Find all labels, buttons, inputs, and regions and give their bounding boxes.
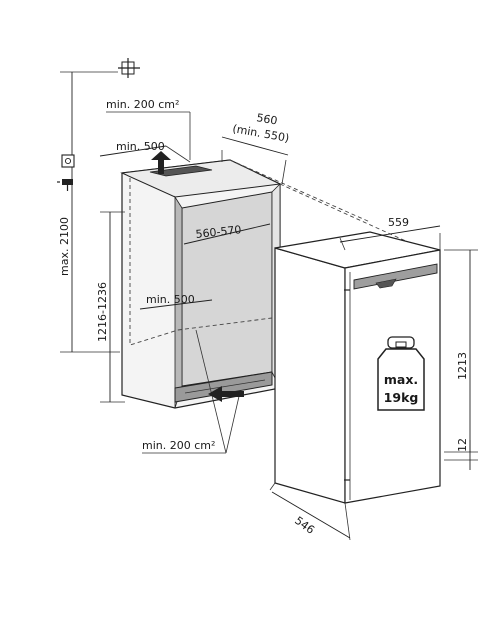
top-depth-label: min. 500 <box>116 140 165 153</box>
vent-top-callout: min. 200 cm² <box>106 98 191 160</box>
niche-width-label: 560 <box>255 111 278 127</box>
door-offset-label: 12 <box>456 438 469 452</box>
dim-appliance-width: 559 <box>339 216 441 251</box>
niche-inner-width-label: 560-570 <box>195 223 242 241</box>
niche-height-label: 1216-1236 <box>96 282 109 342</box>
weight-label-line1: max. <box>384 372 418 387</box>
vent-bottom-callout: min. 200 cm² <box>142 329 241 454</box>
dim-inner-depth: min. 500 <box>139 293 213 310</box>
weight-icon: max. 19kg <box>377 336 425 411</box>
dim-niche-inner-width: 560-570 <box>183 223 271 245</box>
vent-bottom-label: min. 200 cm² <box>142 439 215 452</box>
dim-total-height: max. 2100 <box>58 71 120 353</box>
niche-width-min-label: (min. 550) <box>231 122 290 145</box>
plug-icon <box>57 179 73 191</box>
appliance-depth-label: 546 <box>292 514 317 537</box>
dim-niche-height: 1216-1236 <box>96 211 125 403</box>
appliance-height-label: 1213 <box>456 352 469 380</box>
vent-top-label: min. 200 cm² <box>106 98 179 111</box>
power-socket-icon <box>61 154 75 168</box>
inner-depth-label: min. 500 <box>146 293 195 306</box>
dim-top-depth: min. 500 <box>99 140 191 163</box>
dim-appliance-height: 1213 <box>444 249 478 453</box>
dimension-marker-icon <box>118 58 140 78</box>
appliance-width-label: 559 <box>388 216 409 229</box>
total-height-label: max. 2100 <box>58 217 71 276</box>
arrow-left-icon <box>208 386 244 402</box>
weight-label-line2: 19kg <box>384 390 419 405</box>
dim-door-offset: 12 <box>444 438 478 470</box>
arrow-up-icon <box>151 151 171 174</box>
niche-cabinet <box>120 159 282 409</box>
